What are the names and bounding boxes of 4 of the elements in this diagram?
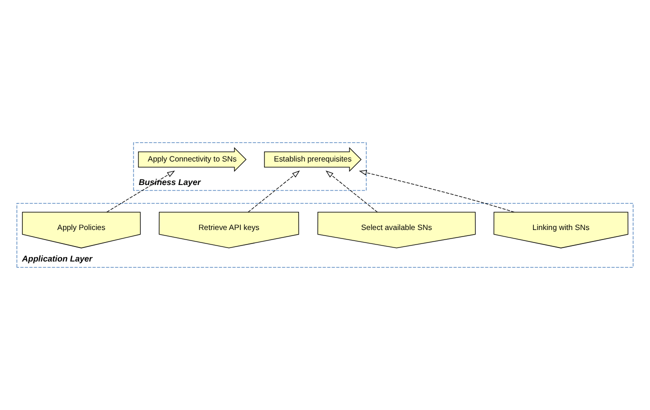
arrow bbox=[326, 170, 378, 212]
arrow bbox=[248, 170, 300, 212]
arrow bbox=[106, 170, 175, 212]
arrow bbox=[358, 170, 515, 212]
